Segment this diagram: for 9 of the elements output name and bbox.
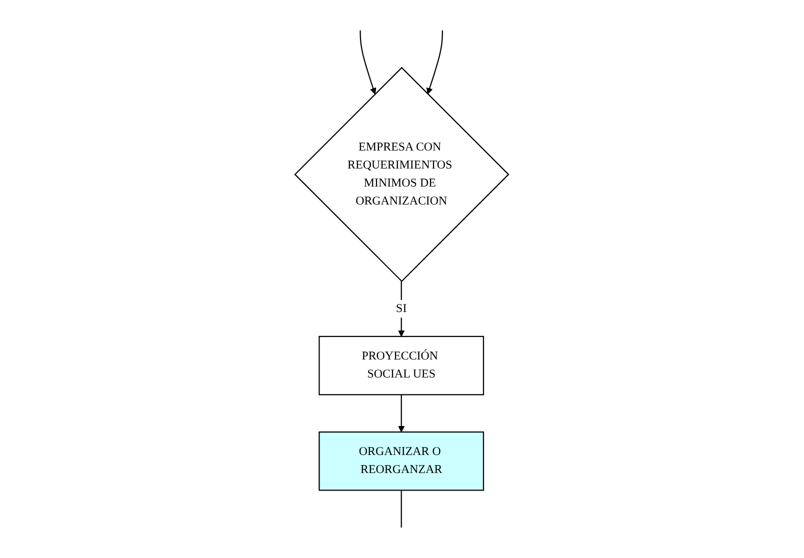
arrow: [360, 30, 377, 94]
connector: [401, 490, 402, 528]
node-diamond: EMPRESA CON REQUERIMIENTOS MINIMOS DE ORGANIZACION: [294, 66, 510, 282]
edge-label: SI: [396, 302, 407, 315]
node-box: PROYECCIÓN SOCIAL UES: [318, 336, 484, 396]
arrow: [426, 30, 444, 94]
arrow: [398, 394, 405, 432]
node-box: ORGANIZAR O REORGANZAR: [318, 431, 484, 491]
arrow: [398, 281, 405, 337]
